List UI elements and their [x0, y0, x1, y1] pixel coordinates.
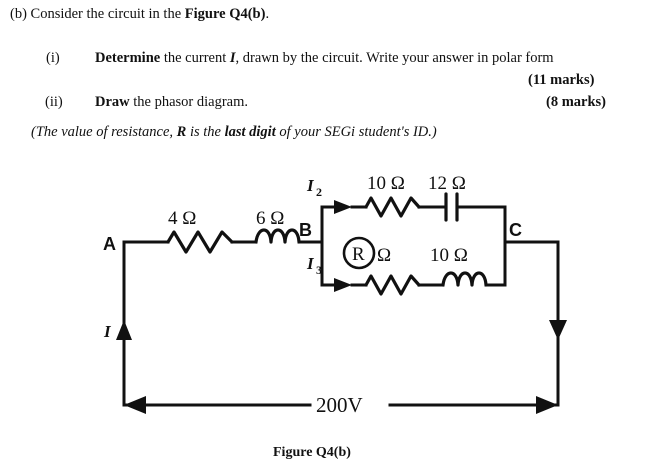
item-1-current-symbol: I [229, 50, 236, 66]
item-1-text-rest: , drawn by the circuit. Write your answe… [235, 50, 554, 66]
circuit-diagram: A B C 4 Ω 6 Ω 10 Ω 12 Ω Ω R 10 Ω I 2 I 3… [0, 160, 647, 435]
current-label-i3-subscript: 3 [316, 263, 322, 277]
source-voltage-label: 200V [316, 393, 363, 417]
current-i3-arrow [334, 278, 352, 292]
question-item-1-text: Determine the current I, drawn by the ci… [95, 50, 554, 67]
label-10-ohm-bottom: 10 Ω [430, 245, 468, 266]
question-intro-figure-ref: Figure Q4(b) [184, 6, 266, 22]
question-item-1-marks: (11 marks) [528, 72, 595, 88]
item-2-bold-lead: Draw [95, 94, 130, 110]
note-part-1: (The value of resistance, [31, 124, 177, 140]
node-label-b: B [299, 220, 312, 240]
current-label-i2-subscript: 2 [316, 185, 322, 199]
label-12-ohm-capacitor: 12 Ω [428, 173, 466, 194]
source-arrow-right [536, 396, 558, 414]
label-r-ohm-unit: Ω [377, 245, 391, 266]
question-item-2-marks: (8 marks) [546, 94, 607, 110]
current-i2-arrow [334, 200, 352, 214]
question-intro: (b) Consider the circuit in the Figure Q… [10, 6, 269, 23]
note-part-3: is the [186, 124, 225, 140]
resistor-r-ohm-symbol [364, 274, 421, 296]
item-1-bold-lead: Determine [95, 50, 161, 66]
current-i-arrow [116, 320, 132, 340]
resistor-10-ohm-symbol [364, 196, 421, 218]
inductor-10-ohm-symbol [441, 271, 488, 287]
label-6-ohm: 6 Ω [256, 208, 284, 229]
question-note: (The value of resistance, R is the last … [31, 124, 437, 141]
label-4-ohm: 4 Ω [168, 208, 196, 229]
current-right-arrow [549, 320, 567, 340]
question-item-1-number: (i) [46, 50, 60, 66]
inductor-6-ohm-symbol [254, 228, 301, 244]
question-intro-suffix: . [265, 6, 270, 22]
current-label-i3: I [306, 254, 315, 273]
item-2-text: the phasor diagram. [129, 94, 249, 110]
label-r-symbol: R [352, 244, 365, 265]
note-resistance-symbol: R [176, 124, 187, 140]
node-label-a: A [103, 234, 116, 254]
resistor-4-ohm-symbol [166, 230, 234, 254]
question-intro-prefix: (b) Consider the circuit in the [10, 6, 185, 22]
question-item-2-number: (ii) [45, 94, 63, 110]
current-label-i: I [103, 322, 112, 341]
item-1-text: the current [160, 50, 230, 66]
source-arrow-left [124, 396, 146, 414]
variable-resistor-circle [342, 236, 376, 270]
note-last-digit-emphasis: last digit [224, 124, 276, 140]
note-part-5: of your SEGi student's ID.) [275, 124, 437, 140]
figure-caption: Figure Q4(b) [273, 445, 351, 460]
question-item-2-text: Draw the phasor diagram. [95, 94, 248, 111]
current-label-i2: I [306, 176, 315, 195]
label-10-ohm-top: 10 Ω [367, 173, 405, 194]
node-label-c: C [509, 220, 522, 240]
